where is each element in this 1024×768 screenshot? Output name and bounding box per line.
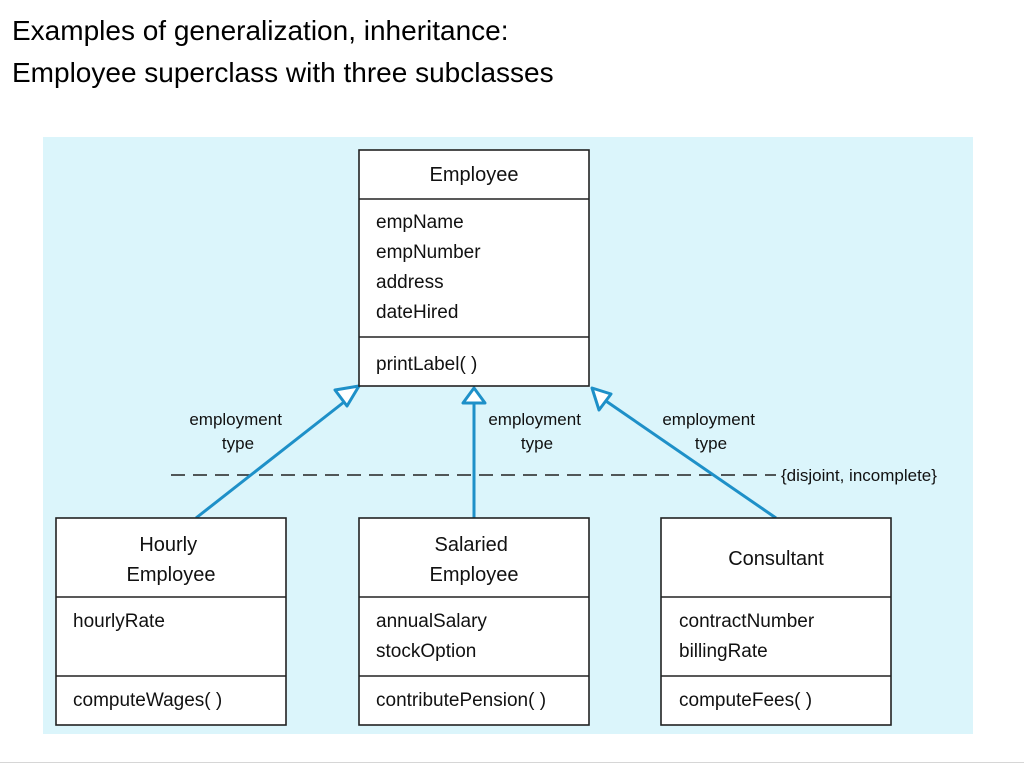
class-name: Salaried Employee [430, 534, 519, 586]
class-attribute: stockOption [376, 641, 476, 662]
class-operation: contributePension( ) [376, 690, 546, 711]
uml-class-diagram: {disjoint, incomplete} employment type e… [43, 137, 973, 734]
class-attribute: annualSalary [376, 611, 487, 632]
class-attribute: dateHired [376, 302, 458, 323]
class-attribute: billingRate [679, 641, 768, 662]
class-attribute: empName [376, 212, 464, 233]
title-line-1: Examples of generalization, inheritance: [12, 15, 509, 46]
relationship-label-consultant: employment type [662, 410, 759, 453]
class-box-hourly-employee: Hourly Employee hourlyRate computeWages(… [55, 517, 287, 726]
relationship-label-salaried: employment type [488, 410, 585, 453]
class-operation: computeFees( ) [679, 690, 812, 711]
generalization-line-hourly [195, 393, 354, 520]
generalization-arrowhead-consultant [590, 386, 613, 412]
class-box-frame [358, 517, 590, 726]
class-box-employee: Employee empName empNumber address dateH… [358, 149, 590, 387]
generalization-line-consultant [602, 397, 777, 520]
generalization-arrowhead-salaried [461, 386, 487, 405]
class-box-consultant: Consultant contractNumber billingRate co… [660, 517, 892, 726]
class-name: Hourly Employee [127, 534, 216, 586]
slide-title: Examples of generalization, inheritance:… [12, 10, 554, 94]
class-attribute: empNumber [376, 242, 481, 263]
relationship-label-hourly: employment type [189, 410, 286, 453]
uml-diagram-panel: {disjoint, incomplete} employment type e… [43, 137, 973, 734]
class-box-frame [55, 517, 287, 726]
class-box-frame [358, 149, 590, 387]
generalization-arrowhead-hourly [333, 384, 361, 408]
title-line-2: Employee superclass with three subclasse… [12, 57, 554, 88]
bottom-divider [0, 762, 1024, 763]
class-name: Consultant [728, 548, 824, 570]
constraint-label: {disjoint, incomplete} [781, 466, 937, 485]
class-attribute: address [376, 272, 444, 293]
class-operation: printLabel( ) [376, 354, 477, 375]
class-attribute: contractNumber [679, 611, 815, 632]
class-attribute: hourlyRate [73, 611, 165, 632]
class-name: Employee [430, 164, 519, 186]
class-operation: computeWages( ) [73, 690, 222, 711]
class-box-salaried-employee: Salaried Employee annualSalary stockOpti… [358, 517, 590, 726]
class-box-frame [660, 517, 892, 726]
